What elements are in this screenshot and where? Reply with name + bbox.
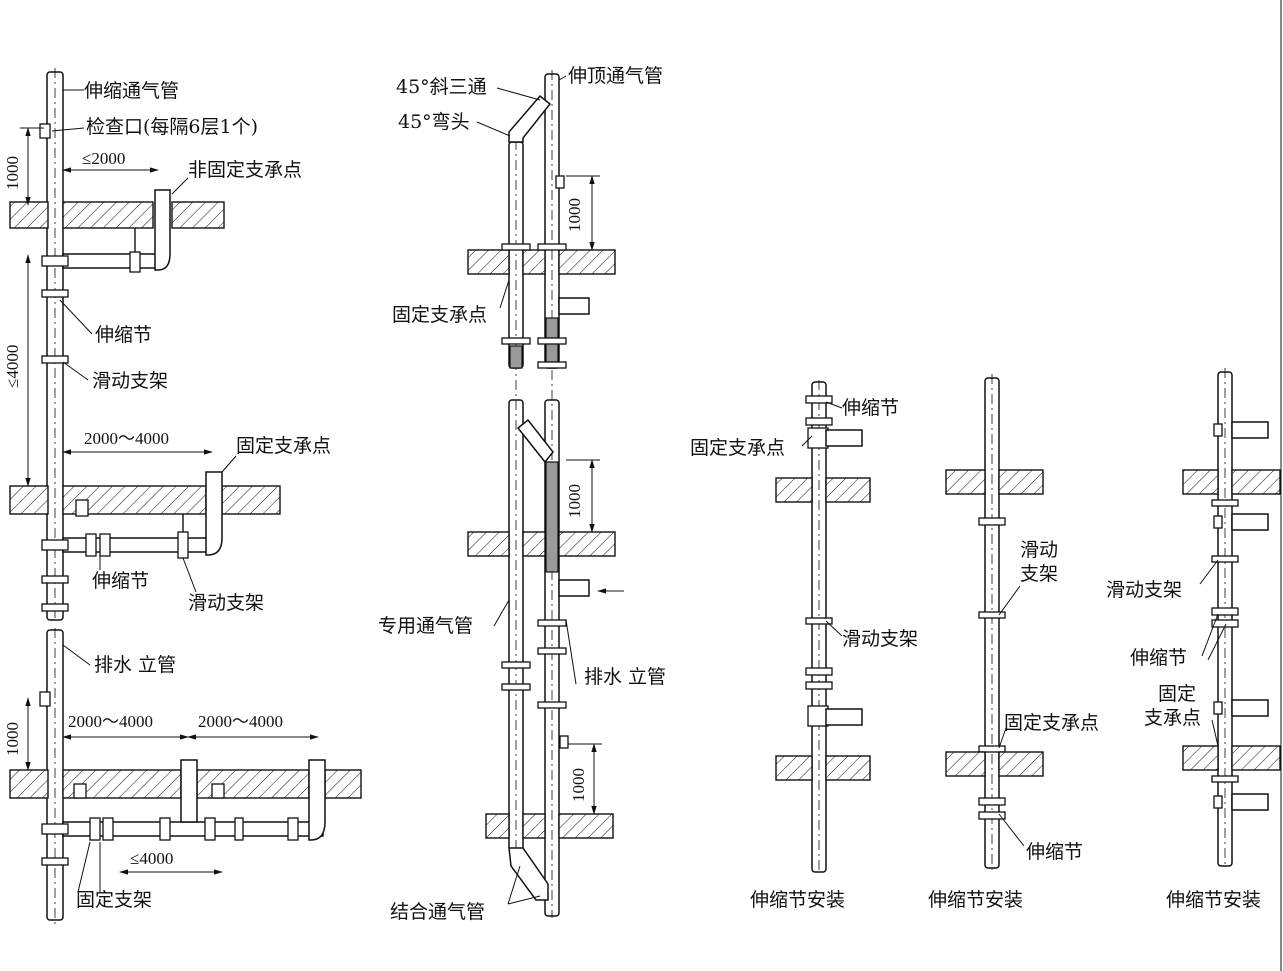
- label-sliding-bracket-d: 滑动支架: [1106, 579, 1182, 601]
- label-expansion-joint-e: 伸缩节: [1130, 647, 1187, 669]
- label-oblique-tee-45: 45°斜三通: [396, 76, 487, 98]
- label-sliding-line1: 滑动: [1020, 539, 1058, 561]
- label-fixed-support-point-d: 固定支承点: [1004, 712, 1099, 734]
- dim-le2000: ≤2000: [82, 149, 125, 168]
- label-drain-riser-b: 排水 立管: [584, 666, 666, 688]
- label-combined-vent-pipe: 结合通气管: [390, 901, 485, 923]
- right-labels: 伸缩节 固定支承点 滑动支架 滑动 支架 固定支承点 伸缩节 滑动支架 伸缩节 …: [690, 397, 1201, 863]
- label-elbow-45: 45°弯头: [398, 111, 470, 133]
- dim-2000-4000-a: 2000～4000: [84, 429, 169, 448]
- right-detail-2: [945, 374, 1044, 870]
- left-riser-drawing: [9, 68, 362, 924]
- dim-1000-d: 1000: [565, 484, 584, 518]
- caption-2: 伸缩节安装: [928, 889, 1023, 911]
- dim-1000-e: 1000: [569, 768, 588, 802]
- dim-1000-a: 1000: [3, 156, 22, 190]
- label-expansion-joint-b: 伸缩节: [92, 570, 149, 592]
- caption-1: 伸缩节安装: [750, 889, 845, 911]
- dim-1000-b: 1000: [3, 722, 22, 756]
- label-expansion-joint-d: 伸缩节: [1026, 841, 1083, 863]
- label-drain-riser-a: 排水 立管: [94, 654, 176, 676]
- dim-1000-c: 1000: [565, 198, 584, 232]
- label-non-fixed-support: 非固定支承点: [188, 159, 302, 181]
- label-sliding-line2: 支架: [1020, 563, 1058, 585]
- label-sliding-bracket-b: 滑动支架: [188, 592, 264, 614]
- label-top-vent-pipe: 伸顶通气管: [568, 65, 663, 87]
- right-detail-1: [775, 380, 871, 874]
- label-fixed-line1: 固定: [1158, 683, 1196, 705]
- label-inspection-port: 检查口(每隔6层1个): [86, 116, 258, 138]
- dim-le4000-vertical: ≤4000: [3, 345, 22, 388]
- dim-le4000-horizontal: ≤4000: [130, 849, 173, 868]
- label-fixed-line2: 支承点: [1144, 707, 1201, 729]
- label-expansion-joint-a: 伸缩节: [95, 324, 152, 346]
- label-sliding-bracket-a: 滑动支架: [92, 370, 168, 392]
- label-vent-pipe-top: 伸缩通气管: [84, 80, 179, 102]
- dim-2000-4000-c: 2000～4000: [198, 712, 283, 731]
- captions: 伸缩节安装 伸缩节安装 伸缩节安装: [750, 889, 1261, 911]
- left-labels: 伸缩通气管 检查口(每隔6层1个) ≤2000 非固定支承点 1000 ≤400…: [3, 80, 331, 911]
- middle-labels: 45°斜三通 45°弯头 伸顶通气管 1000 固定支承点 1000 专用通气管…: [378, 65, 666, 923]
- caption-3: 伸缩节安装: [1166, 889, 1261, 911]
- label-sliding-bracket-c: 滑动支架: [842, 628, 918, 650]
- label-expansion-joint-c: 伸缩节: [842, 397, 899, 419]
- middle-vent-drawing: [467, 70, 624, 918]
- dim-2000-4000-b: 2000～4000: [68, 712, 153, 731]
- label-fixed-support-point-a: 固定支承点: [236, 435, 331, 457]
- label-fixed-support-point-c: 固定支承点: [690, 437, 785, 459]
- label-dedicated-vent-pipe: 专用通气管: [378, 615, 473, 637]
- label-fixed-bracket: 固定支架: [76, 889, 152, 911]
- label-fixed-support-point-b: 固定支承点: [392, 304, 487, 326]
- right-detail-3: [1182, 368, 1281, 868]
